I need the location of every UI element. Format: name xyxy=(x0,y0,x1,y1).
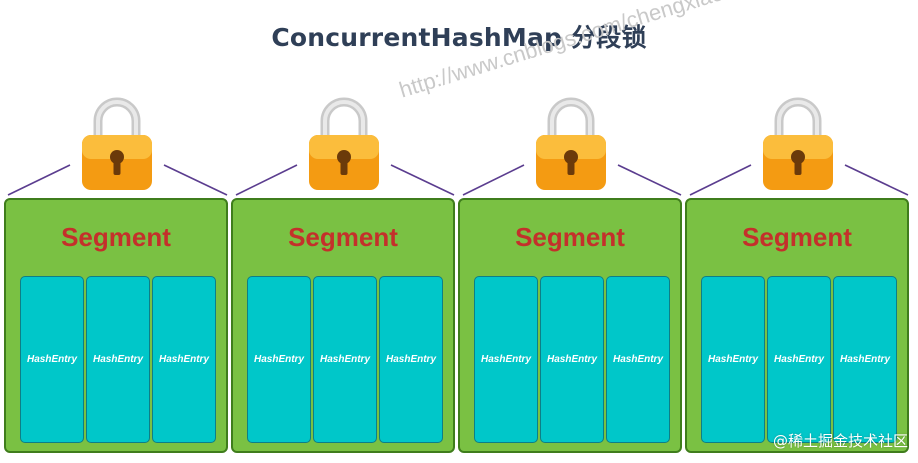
hash-entry-label: HashEntry xyxy=(480,354,531,365)
hash-entry: HashEntry xyxy=(606,276,670,443)
segment-label: Segment xyxy=(61,222,171,252)
segment-box: Segment HashEntry HashEntry HashEntry xyxy=(231,198,455,453)
hash-entry-label: HashEntry xyxy=(319,354,370,365)
hash-entry: HashEntry xyxy=(701,276,765,443)
connector-line xyxy=(163,164,228,196)
connector-line xyxy=(7,164,71,196)
hash-entry-group: HashEntry HashEntry HashEntry xyxy=(20,276,216,443)
connector-line xyxy=(689,164,752,196)
padlock-icon xyxy=(759,93,837,193)
segment-label: Segment xyxy=(288,222,398,252)
segment-box: Segment HashEntry HashEntry HashEntry xyxy=(685,198,909,453)
hash-entry: HashEntry xyxy=(833,276,897,443)
hash-entry: HashEntry xyxy=(379,276,443,443)
connector-line xyxy=(390,164,455,196)
hash-entry-group: HashEntry HashEntry HashEntry xyxy=(701,276,897,443)
segment-label: Segment xyxy=(742,222,852,252)
hash-entry-label: HashEntry xyxy=(546,354,597,365)
hash-entry-group: HashEntry HashEntry HashEntry xyxy=(247,276,443,443)
hash-entry-group: HashEntry HashEntry HashEntry xyxy=(474,276,670,443)
hash-entry: HashEntry xyxy=(152,276,216,443)
hash-entry: HashEntry xyxy=(86,276,150,443)
hash-entry: HashEntry xyxy=(767,276,831,443)
segment-box: Segment HashEntry HashEntry HashEntry xyxy=(4,198,228,453)
connector-line xyxy=(235,164,298,196)
padlock-icon xyxy=(532,93,610,193)
segment-label: Segment xyxy=(515,222,625,252)
hash-entry-label: HashEntry xyxy=(612,354,663,365)
connector-line xyxy=(617,164,682,196)
hash-entry: HashEntry xyxy=(247,276,311,443)
hash-entry-label: HashEntry xyxy=(839,354,890,365)
hash-entry-label: HashEntry xyxy=(158,354,209,365)
hash-entry-label: HashEntry xyxy=(92,354,143,365)
hash-entry-label: HashEntry xyxy=(385,354,436,365)
hash-entry: HashEntry xyxy=(313,276,377,443)
hash-entry-label: HashEntry xyxy=(26,354,77,365)
hash-entry-label: HashEntry xyxy=(707,354,758,365)
hash-entry-label: HashEntry xyxy=(773,354,824,365)
diagram-title: ConcurrentHashMap 分段锁 xyxy=(271,23,647,52)
padlock-icon xyxy=(78,93,156,193)
hash-entry-label: HashEntry xyxy=(253,354,304,365)
segment-box: Segment HashEntry HashEntry HashEntry xyxy=(458,198,682,453)
watermark-corner: @稀土掘金技术社区 xyxy=(772,432,908,450)
hash-entry: HashEntry xyxy=(474,276,538,443)
hash-entry: HashEntry xyxy=(540,276,604,443)
hash-entry: HashEntry xyxy=(20,276,84,443)
connector-line xyxy=(462,164,525,196)
padlock-icon xyxy=(305,93,383,193)
connector-line xyxy=(844,164,909,196)
